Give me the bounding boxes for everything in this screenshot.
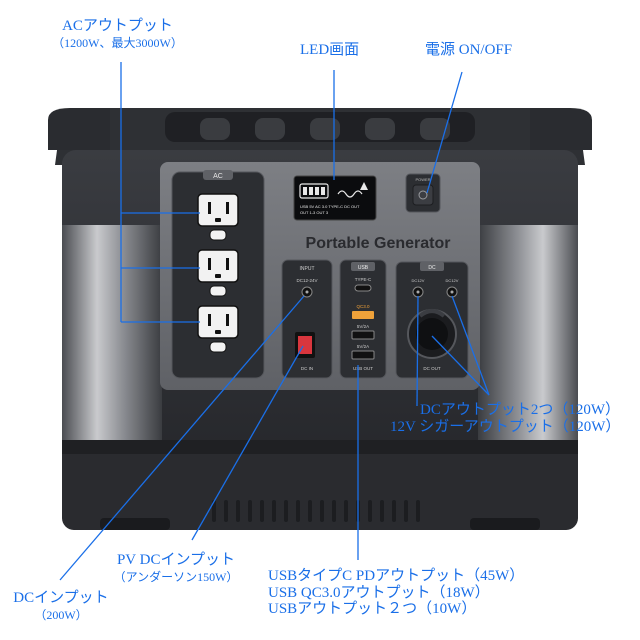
dc-input-sub: （200W）	[34, 607, 88, 622]
dc-section-label: DC	[428, 265, 436, 271]
pv-input-callout: PV DCインプット （アンダーソン150W）	[112, 552, 240, 584]
cigarette-socket[interactable]	[407, 309, 457, 359]
usb-qc-port[interactable]	[352, 311, 374, 319]
dc-output-port-2[interactable]	[446, 286, 458, 298]
ac-output-sub: （1200W、最大3000W）	[52, 35, 183, 50]
ac-section-label: AC	[213, 173, 223, 180]
input-section-label: INPUT	[300, 266, 315, 272]
dc-panel: DC DC12V DC12V DC OUT	[395, 261, 469, 379]
type-c-label: TYPE-C	[355, 277, 372, 282]
usb-5v-label-2: 5V/2A	[357, 344, 369, 349]
usb-a-port-1[interactable]	[351, 330, 375, 340]
dc-output-line-1: DCアウトプット2つ（120W）	[420, 402, 620, 418]
dc-input-port[interactable]	[301, 286, 313, 298]
dc-input-callout-line	[59, 295, 305, 581]
dc-out-label: DC OUT	[423, 366, 440, 371]
callout-lines	[59, 62, 490, 581]
pv-input-title: PV DCインプット	[116, 552, 236, 568]
input-panel: INPUT DC12-24V DC IN	[281, 259, 333, 379]
usb-output-line-3: USBアウトプット２つ（10W）	[268, 601, 477, 617]
ac-output-title: ACアウトプット	[62, 18, 173, 34]
dc12v-label-2: DC12V	[446, 278, 459, 283]
lcd-screen: USB 5V AC 3.0 TYPE-C DC OUT OUT 1-3 OUT …	[293, 175, 377, 221]
usb-c-port[interactable]	[354, 284, 372, 292]
lcd-row-2: OUT 1-3 OUT 3	[300, 210, 329, 215]
power-button[interactable]: POWER	[405, 173, 441, 213]
dc-input-callout: DCインプット （200W）	[6, 590, 116, 622]
usb-a-port-2[interactable]	[351, 350, 375, 360]
pv-input-sub: （アンダーソン150W）	[113, 569, 239, 584]
usb-5v-label-1: 5V/2A	[357, 324, 369, 329]
dc-output-callout: DCアウトプット2つ（120W） 12V シガーアウトプット（120W）	[390, 402, 620, 435]
qc-label: QC3.0	[356, 304, 370, 309]
ac-output-callout: ACアウトプット （1200W、最大3000W）	[50, 18, 185, 50]
lcd-row-1: USB 5V AC 3.0 TYPE-C DC OUT	[300, 204, 360, 209]
dc-input-title: DCインプット	[13, 590, 109, 606]
usb-out-label: USB OUT	[353, 366, 373, 371]
dc-in-label: DC IN	[301, 366, 313, 371]
ac-outlet-1[interactable]	[197, 193, 239, 241]
usb-output-line-1: USBタイプC PDアウトプット（45W）	[268, 568, 525, 584]
usb-panel: USB TYPE-C QC3.0 5V/2A 5V/2A USB OUT	[339, 259, 387, 379]
power-label: POWER	[415, 177, 430, 182]
dc-output-port-1[interactable]	[412, 286, 424, 298]
usb-section-label: USB	[358, 265, 369, 271]
led-screen-callout: LED画面	[300, 42, 360, 58]
ac-outlet-3[interactable]	[197, 305, 239, 353]
ac-outlet-2[interactable]	[197, 249, 239, 297]
power-switch-callout: 電源 ON/OFF	[425, 42, 513, 58]
front-title: Portable Generator	[306, 235, 451, 252]
ac-outlet-panel: AC	[171, 170, 265, 379]
usb-output-line-2: USB QC3.0アウトプット（18W）	[268, 584, 490, 601]
dc-callout-line	[416, 295, 419, 407]
dc-output-line-2: 12V シガーアウトプット（120W）	[390, 418, 621, 435]
pv-callout-line	[191, 345, 304, 541]
usb-output-callout: USBタイプC PDアウトプット（45W） USB QC3.0アウトプット（18…	[268, 568, 524, 618]
power-callout-line	[426, 71, 463, 194]
dc24v-label: DC12-24V	[296, 278, 317, 283]
dc12v-label-1: DC12V	[412, 278, 425, 283]
